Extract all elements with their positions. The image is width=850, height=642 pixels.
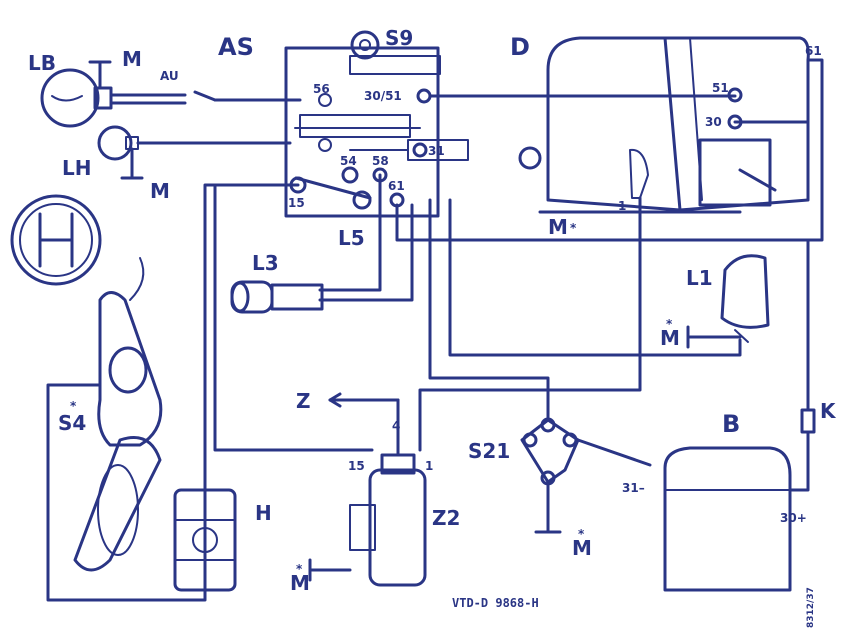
fuse-icon <box>800 408 816 434</box>
label-b: B <box>722 410 740 438</box>
label-star-l1: * <box>666 317 673 331</box>
ignition-coil-z2 <box>308 392 427 587</box>
label-s4: S4 <box>58 411 86 435</box>
gen-terminal-51: 51 <box>712 81 729 95</box>
lh-lamp <box>97 125 292 180</box>
label-d: D <box>510 33 530 61</box>
label-lb: LB <box>28 51 56 75</box>
l1-lamp <box>686 254 770 349</box>
label-m-z2: M <box>290 571 310 595</box>
gen-terminal-61: 61 <box>805 44 822 58</box>
label-m-l1: M <box>660 326 680 350</box>
label-as: AS <box>218 33 254 61</box>
label-l3: L3 <box>252 251 279 275</box>
terminal-31: 31 <box>428 144 445 158</box>
label-star-d: * <box>570 221 577 235</box>
au-switch <box>193 90 217 102</box>
terminal-54: 54 <box>340 154 357 168</box>
l3-socket <box>230 280 324 314</box>
battery-terminal-31: 31– <box>622 481 645 495</box>
label-l1: L1 <box>686 266 713 290</box>
label-l5: L5 <box>338 226 365 250</box>
coil-terminal-1: 1 <box>425 459 433 473</box>
label-au: AU <box>160 69 179 83</box>
label-star-s4: * <box>70 399 77 413</box>
label-s21: S21 <box>468 439 510 463</box>
label-star-s21: * <box>578 527 585 541</box>
coil-terminal-15: 15 <box>348 459 365 473</box>
gen-terminal-1: 1 <box>618 199 626 213</box>
switch-s21 <box>520 417 580 534</box>
coil-terminal-4: 4 <box>392 419 400 433</box>
label-z: Z <box>296 389 311 413</box>
bosch-logo-icon <box>10 194 102 286</box>
label-z2: Z2 <box>432 506 460 530</box>
label-vref: 8312/37 <box>806 587 816 628</box>
battery-b <box>663 446 792 592</box>
label-m-d: M <box>548 215 568 239</box>
terminal-56: 56 <box>313 82 330 96</box>
label-h: H <box>255 501 272 525</box>
label-ref: VTD-D 9868-H <box>452 596 539 610</box>
horn-h <box>173 488 237 592</box>
label-m-s21: M <box>572 536 592 560</box>
starter-s4 <box>73 257 163 572</box>
bulb-icon <box>40 68 113 128</box>
label-star-z2: * <box>296 562 303 576</box>
label-s9: S9 <box>385 26 413 50</box>
ground-symbol-icon <box>88 60 112 90</box>
terminal-58: 58 <box>372 154 389 168</box>
battery-terminal-30: 30+ <box>780 511 807 525</box>
terminal-15: 15 <box>288 196 305 210</box>
label-m-lh: M <box>150 179 170 203</box>
label-lh: LH <box>62 156 91 180</box>
terminal-30-51: 30/51 <box>364 89 402 103</box>
label-k: K <box>820 399 837 423</box>
s9-fitting <box>349 30 441 75</box>
generator-d <box>518 36 810 214</box>
terminal-61: 61 <box>388 179 405 193</box>
gen-terminal-30: 30 <box>705 115 722 129</box>
label-m-top: M <box>122 47 142 71</box>
